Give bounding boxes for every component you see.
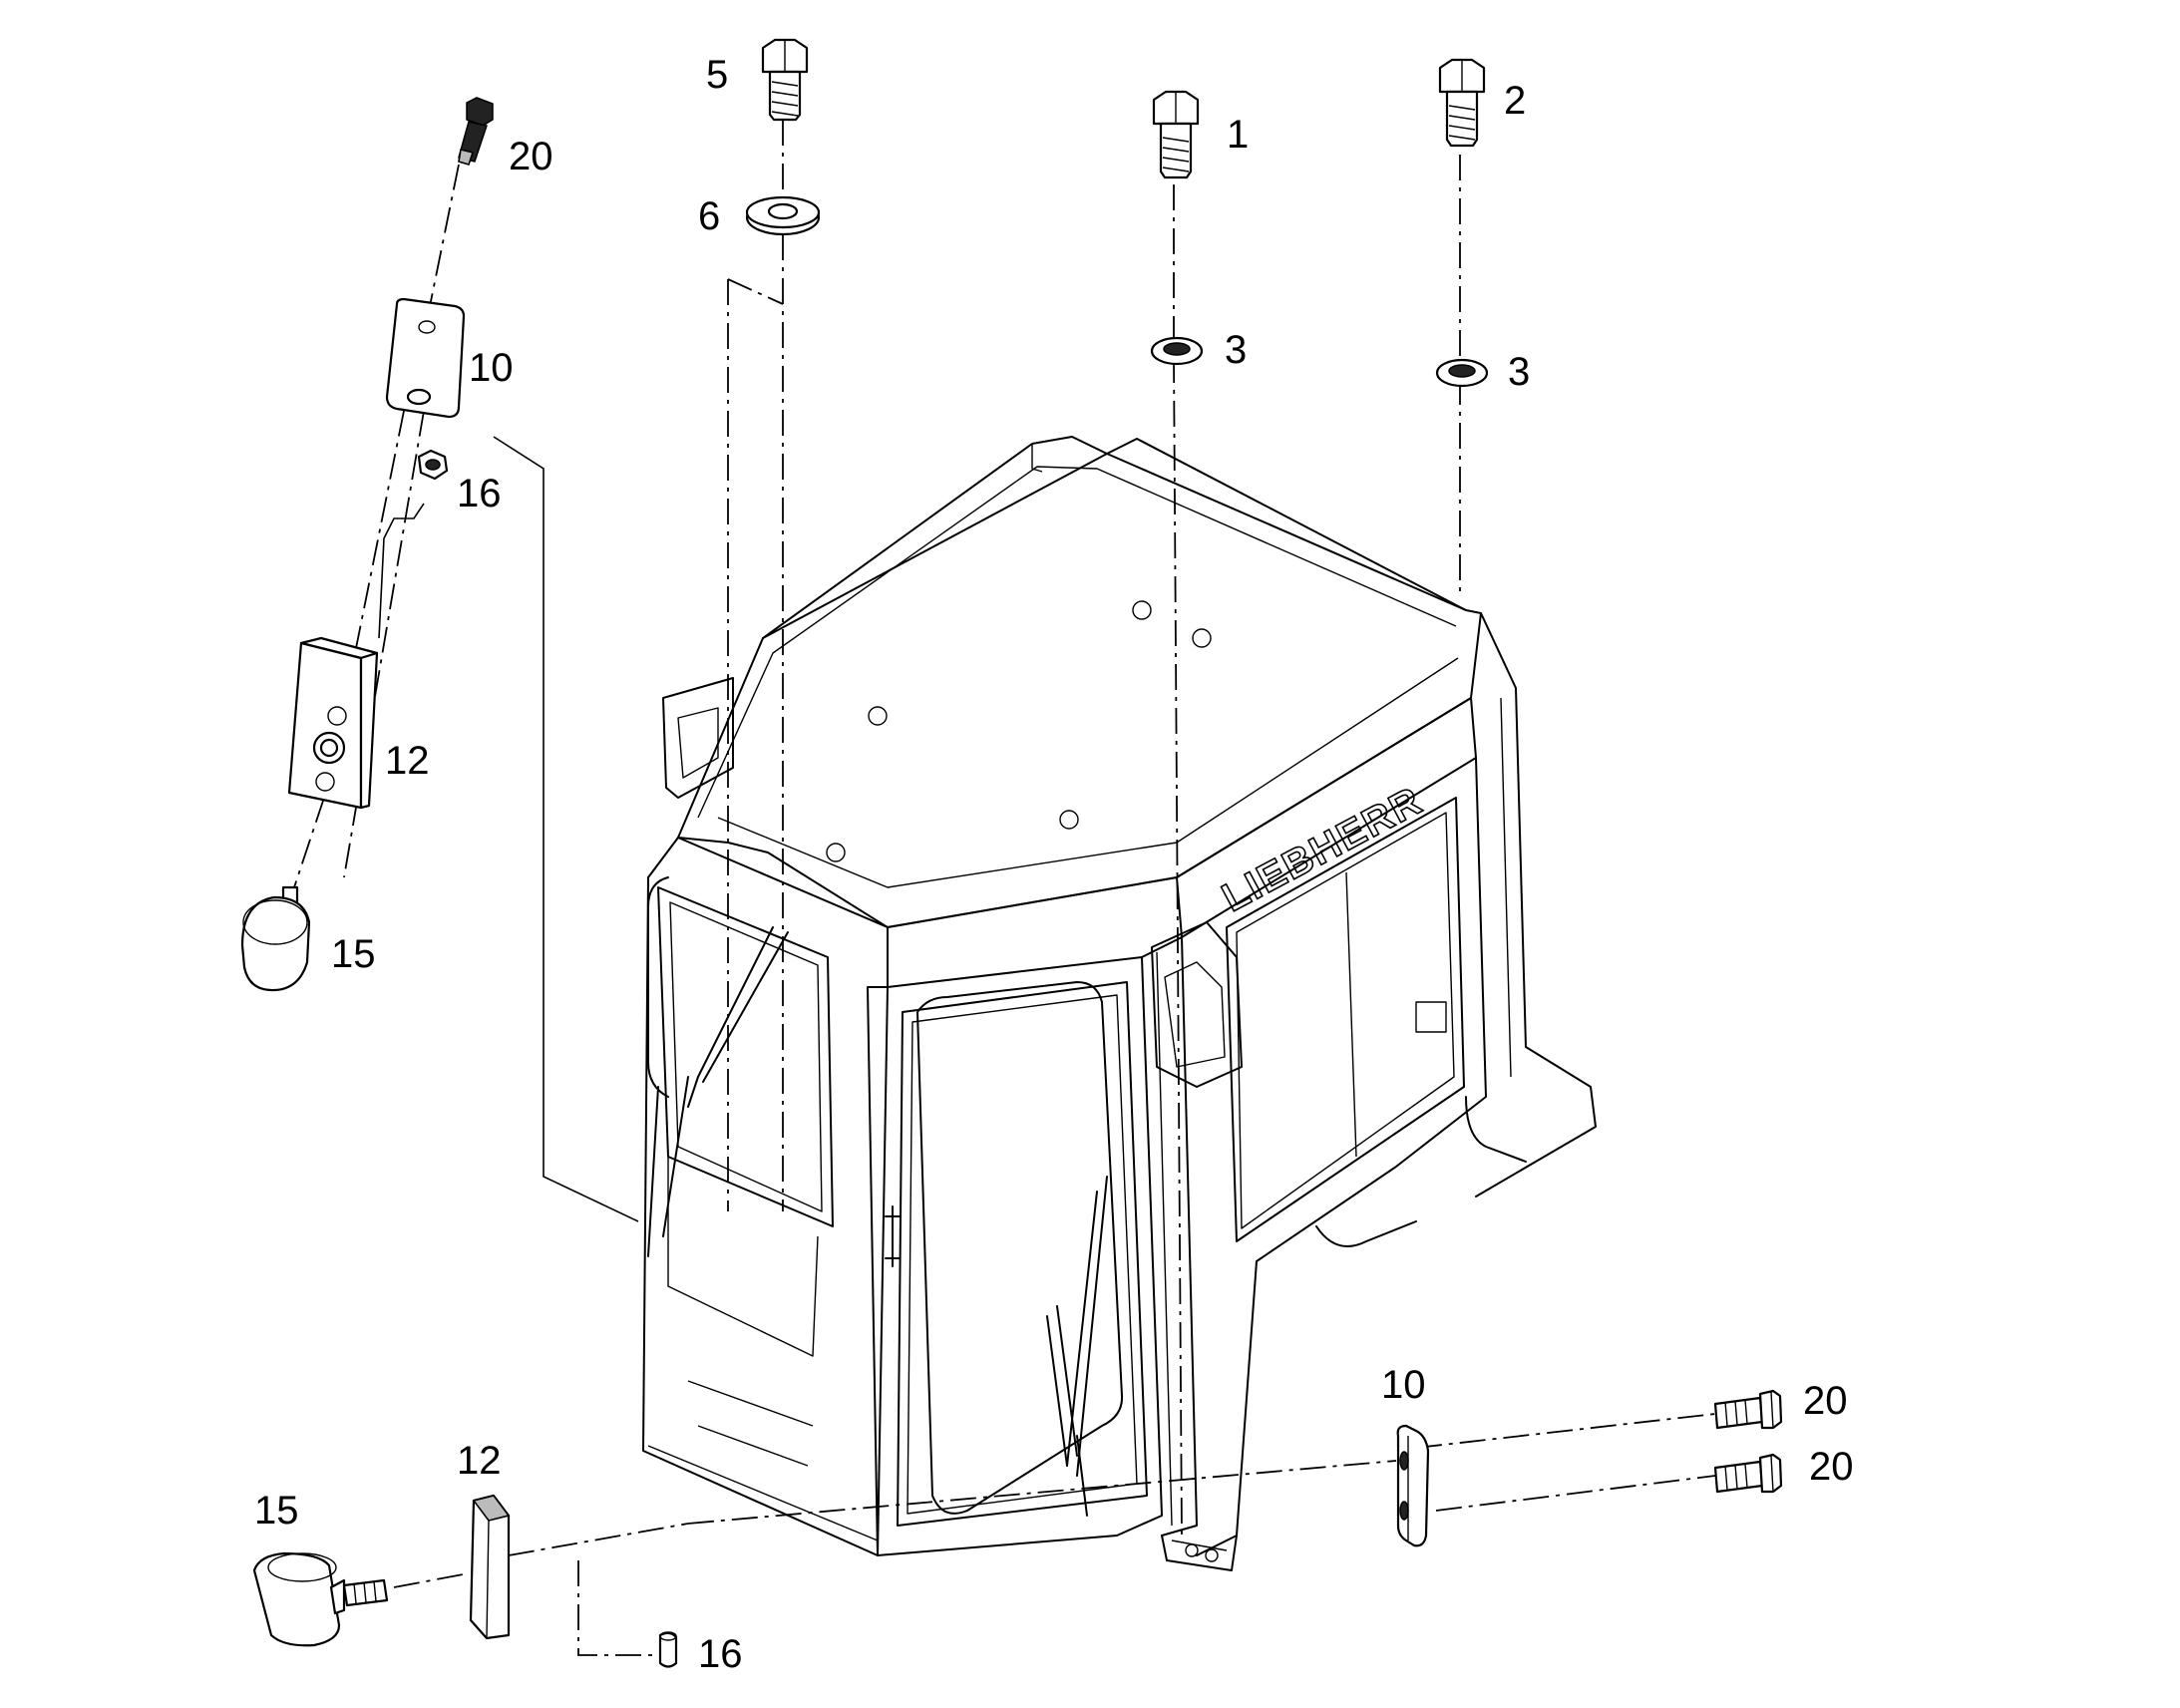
bolt-20: [1713, 1389, 1783, 1430]
bolt-1: [1152, 90, 1200, 179]
part-label-6: 6: [698, 194, 720, 238]
bolt-2: [1438, 58, 1486, 148]
bolt-5: [761, 38, 809, 122]
part-label-15: 15: [254, 1489, 299, 1533]
plate-10: [1396, 1424, 1430, 1547]
bolt-20: [458, 97, 494, 166]
part-label-12: 12: [385, 739, 430, 783]
buffer-15: [252, 1551, 389, 1647]
part-label-20: 20: [509, 135, 553, 178]
nut-16: [658, 1631, 678, 1668]
part-label-5: 5: [706, 53, 728, 97]
part-number-labels: 5 1 2 20 6 10 3 3 16 12 15 10 20 20 12 1…: [254, 53, 1854, 1676]
washer-6: [745, 195, 821, 236]
bolt-20: [1713, 1453, 1783, 1494]
assembly-axis-lines: [293, 120, 1716, 1656]
buffer-15: [240, 885, 311, 992]
roof-bolt-bosses: [826, 600, 1212, 862]
leader-line: [493, 436, 639, 1222]
lock-washer-3: [1435, 358, 1489, 388]
nut-16: [417, 449, 449, 481]
lock-washer-3: [1150, 336, 1204, 366]
rubber-block-12: [287, 636, 379, 810]
part-label-16: 16: [457, 472, 502, 515]
part-label-3: 3: [1225, 328, 1247, 372]
brand-logo: LIEBHERR: [1216, 779, 1430, 920]
part-label-16: 16: [698, 1632, 743, 1676]
part-label-20: 20: [1809, 1445, 1854, 1489]
part-label-20: 20: [1803, 1379, 1848, 1423]
part-label-10: 10: [469, 346, 514, 390]
plate-10: [385, 297, 466, 419]
part-label-3: 3: [1508, 350, 1530, 394]
rubber-block-12: [469, 1494, 511, 1640]
leader-line: [378, 503, 425, 639]
part-label-15: 15: [331, 932, 376, 976]
operator-cab: LIEBHERR: [642, 436, 1597, 1571]
part-label-2: 2: [1504, 79, 1526, 123]
part-label-10: 10: [1381, 1363, 1426, 1407]
part-label-12: 12: [457, 1439, 502, 1483]
part-label-1: 1: [1227, 113, 1249, 157]
